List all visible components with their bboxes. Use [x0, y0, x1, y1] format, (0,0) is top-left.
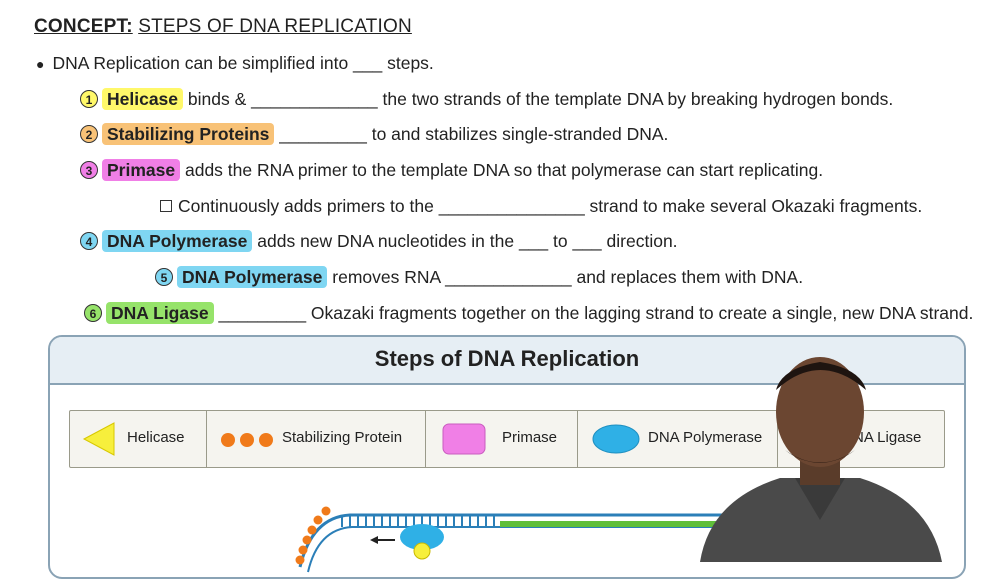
- step-text: adds the RNA primer to the template DNA …: [184, 160, 824, 180]
- step-text: binds & _____________ the two strands of…: [187, 89, 894, 109]
- concept-title: STEPS OF DNA REPLICATION: [138, 16, 412, 37]
- step-number-badge: 5: [155, 268, 173, 286]
- step-term: DNA Polymerase: [102, 230, 253, 252]
- orange-dots-icon: [221, 433, 273, 447]
- step-number-badge: 2: [80, 125, 98, 143]
- panel-title: Steps of DNA Replication: [374, 346, 640, 371]
- yellow-triangle-icon: [82, 422, 115, 456]
- legend-item-dna-polymerase: DNA Polymerase: [577, 411, 778, 467]
- legend-item-stabilizing-protein: Stabilizing Protein: [206, 411, 426, 467]
- pink-rounded-square-icon: [442, 423, 486, 455]
- step-term: Helicase: [102, 88, 184, 110]
- legend-label: Stabilizing Protein: [282, 429, 403, 446]
- checkbox-icon: [160, 200, 172, 212]
- legend-label: Helicase: [127, 429, 185, 446]
- step-term: DNA Ligase: [106, 302, 214, 324]
- step-text: adds new DNA nucleotides in the ___ to _…: [257, 231, 678, 251]
- legend-item-dna-ligase: NA Ligase: [777, 411, 944, 467]
- concept-label: CONCEPT:: [34, 16, 133, 37]
- step-number-badge: 6: [84, 304, 102, 322]
- presenter-video-overlay: [700, 357, 942, 562]
- step-text: Continuously adds primers to the _______…: [178, 196, 923, 216]
- intro-text: DNA Replication can be simplified into _…: [52, 53, 434, 73]
- page-title: CONCEPT: STEPS OF DNA REPLICATION: [34, 16, 412, 38]
- legend-label: DNA Polymerase: [648, 429, 763, 446]
- step-number-badge: 4: [80, 232, 98, 250]
- legend-item-primase: Primase: [425, 411, 578, 467]
- legend-item-helicase: Helicase: [70, 411, 207, 467]
- step-text: _________ to and stabilizes single-stran…: [279, 124, 669, 144]
- step-3-substep: Continuously adds primers to the _______…: [160, 196, 922, 217]
- intro-line: ● DNA Replication can be simplified into …: [36, 53, 434, 74]
- step-term: Stabilizing Proteins: [102, 123, 275, 145]
- legend-label: Primase: [502, 429, 558, 446]
- step-text: _________ Okazaki fragments together on …: [218, 303, 974, 323]
- step-term: Primase: [102, 159, 181, 181]
- bullet-icon: ●: [36, 56, 45, 72]
- step-text: removes RNA _____________ and replaces t…: [332, 267, 804, 287]
- step-number-badge: 3: [80, 161, 98, 179]
- legend-label: NA Ligase: [853, 429, 922, 446]
- blue-oval-icon: [592, 424, 640, 454]
- step-term: DNA Polymerase: [177, 266, 328, 288]
- step-number-badge: 1: [80, 90, 98, 108]
